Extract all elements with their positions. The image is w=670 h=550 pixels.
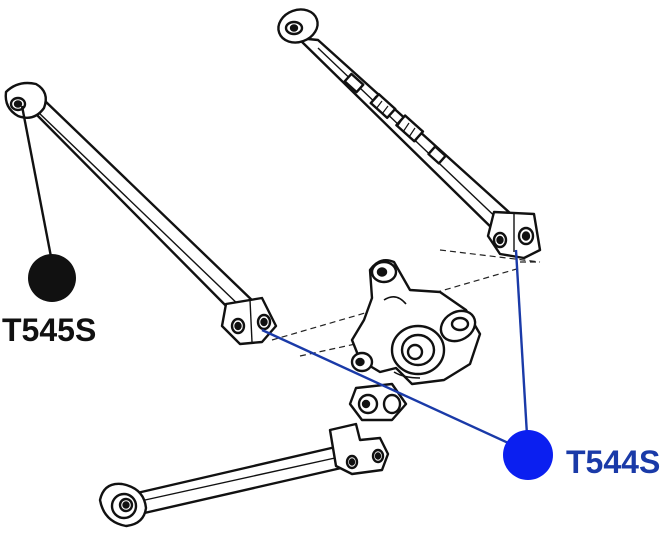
t544s-leader-trailing	[261, 328, 529, 454]
t545s-marker-dot	[28, 254, 76, 302]
t545s-part-label: T545S	[2, 312, 97, 348]
upper-adjustable-link	[277, 8, 542, 260]
t545s-leader	[20, 105, 54, 263]
trailing-arm	[4, 81, 278, 346]
t544s-part-label: T544S	[566, 444, 661, 480]
callout-leaders	[20, 105, 530, 454]
lower-link	[98, 422, 390, 528]
knuckle-hub-carrier	[348, 259, 482, 422]
t544s-marker-dot	[503, 430, 553, 480]
t544s-leader-upper	[514, 249, 530, 453]
